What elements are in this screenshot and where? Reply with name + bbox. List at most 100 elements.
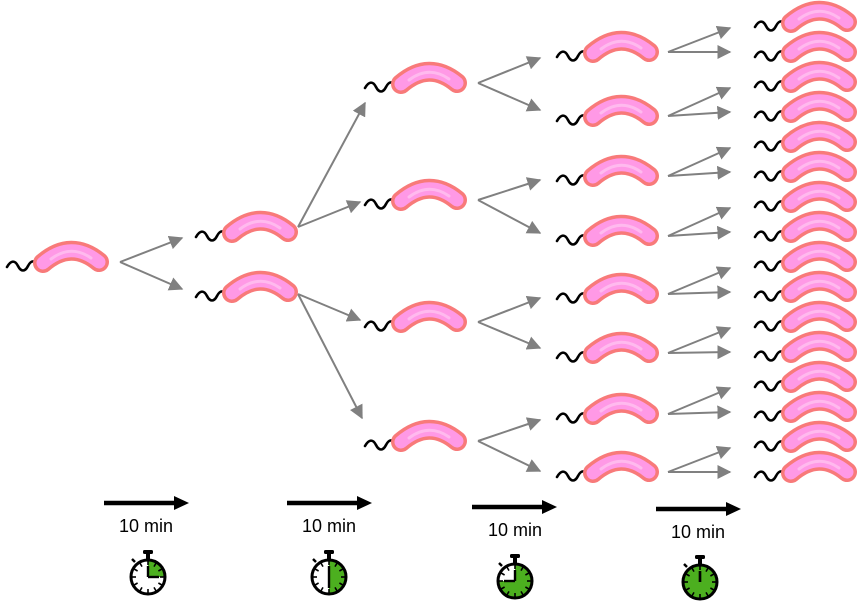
division-arrow — [119, 261, 184, 291]
stopwatch-tick — [685, 573, 691, 577]
stopwatch-crown — [143, 550, 153, 554]
cell-highlight — [49, 249, 93, 261]
bacterium-icon — [194, 210, 298, 243]
division-arrow — [477, 177, 542, 201]
time-arrow-head-icon — [726, 502, 741, 516]
stopwatch-crown — [510, 554, 520, 558]
cell-highlight — [797, 279, 841, 291]
bacterium-icon — [753, 360, 857, 393]
cell-highlight — [599, 401, 643, 413]
stopwatch-elapsed — [148, 560, 165, 577]
division-arrows — [119, 26, 732, 479]
bacterium-icon — [753, 330, 857, 363]
bacterium-icon — [555, 214, 659, 247]
division-arrow — [297, 101, 366, 228]
stopwatch-button — [498, 562, 503, 567]
stopwatch-button — [312, 558, 317, 563]
division-arrow — [477, 199, 542, 234]
division-arrow — [297, 200, 362, 228]
bacterium-icon — [555, 154, 659, 187]
cell-highlight — [238, 279, 282, 291]
stopwatch-crown — [324, 550, 334, 554]
bacterium-icon — [194, 270, 298, 303]
stopwatch-tick — [338, 568, 344, 572]
cell-highlight — [599, 281, 643, 293]
stopwatch-rim — [496, 562, 534, 600]
bacterium-icon — [555, 94, 659, 127]
time-arrow-head-icon — [357, 496, 372, 510]
stopwatch-button — [131, 558, 136, 563]
stopwatch-tick — [139, 562, 143, 568]
stopwatch-rim — [681, 563, 719, 601]
stopwatch-stem — [513, 557, 517, 563]
stopwatch-tick — [506, 566, 510, 572]
stopwatch-tick — [157, 568, 163, 572]
cell-highlight — [599, 340, 643, 352]
division-arrow — [667, 446, 732, 473]
cell-highlight — [797, 249, 841, 261]
division-arrow — [667, 26, 732, 53]
time-step: 10 min — [287, 496, 372, 596]
division-arrow — [477, 321, 542, 350]
division-arrow — [477, 82, 542, 112]
stopwatch-tick — [500, 586, 506, 590]
cell-highlight — [797, 159, 841, 171]
time-step: 10 min — [104, 496, 189, 596]
stopwatch-tick — [139, 586, 143, 592]
bacterium-icon — [753, 90, 857, 123]
cell-highlight — [407, 428, 451, 440]
division-arrow — [119, 236, 184, 263]
stopwatch-tick — [153, 562, 157, 568]
division-arrow — [667, 146, 732, 177]
stopwatch-tick — [685, 587, 691, 591]
stopwatch-stem — [146, 553, 150, 559]
bacterium-icon — [753, 450, 857, 483]
stopwatch-tick — [709, 587, 715, 591]
time-steps: 10 min 10 min 10 min 10 min — [104, 496, 741, 601]
stopwatch-tick — [314, 582, 320, 586]
stopwatch-tick — [500, 572, 506, 576]
stopwatch-tick — [314, 568, 320, 572]
bacterium-icon — [555, 272, 659, 305]
stopwatch-tick — [320, 586, 324, 592]
bacterium-icon — [753, 30, 857, 63]
time-step: 10 min — [472, 500, 557, 600]
stopwatch-icon — [129, 550, 167, 596]
cell-highlight — [599, 103, 643, 115]
stopwatch-tick — [709, 573, 715, 577]
bacterium-icon — [753, 390, 857, 423]
division-arrow — [667, 266, 732, 295]
bacterium-icon — [753, 240, 857, 273]
division-arrow — [477, 417, 542, 442]
stopwatch-tick — [705, 567, 709, 573]
division-arrow — [297, 293, 362, 322]
cell-highlight — [797, 369, 841, 381]
bacterium-icon — [363, 419, 467, 452]
stopwatch-rim — [310, 558, 348, 596]
stopwatch-tick — [334, 586, 338, 592]
division-arrow — [477, 440, 542, 472]
stopwatch-tick — [338, 582, 344, 586]
time-step-label: 10 min — [119, 516, 173, 536]
bacterium-icon — [753, 210, 857, 243]
stopwatch-icon — [496, 554, 534, 600]
bacterium-icon — [753, 0, 857, 33]
cell-highlight — [407, 187, 451, 199]
bacterium-icon — [753, 150, 857, 183]
stopwatch-tick — [524, 572, 530, 576]
bacterium-icon — [555, 450, 659, 483]
stopwatch-tick — [153, 586, 157, 592]
bacterium-icon — [363, 300, 467, 333]
division-arrow — [667, 285, 732, 300]
time-arrow-head-icon — [174, 496, 189, 510]
cell-highlight — [797, 309, 841, 321]
cell-highlight — [797, 459, 841, 471]
bacterium-icon — [363, 178, 467, 211]
stopwatch-tick — [691, 567, 695, 573]
bacterium-icon — [555, 392, 659, 425]
stopwatch-tick — [157, 582, 163, 586]
stopwatch-tick — [334, 562, 338, 568]
stopwatch-icon — [310, 550, 348, 596]
cell-highlight — [599, 223, 643, 235]
